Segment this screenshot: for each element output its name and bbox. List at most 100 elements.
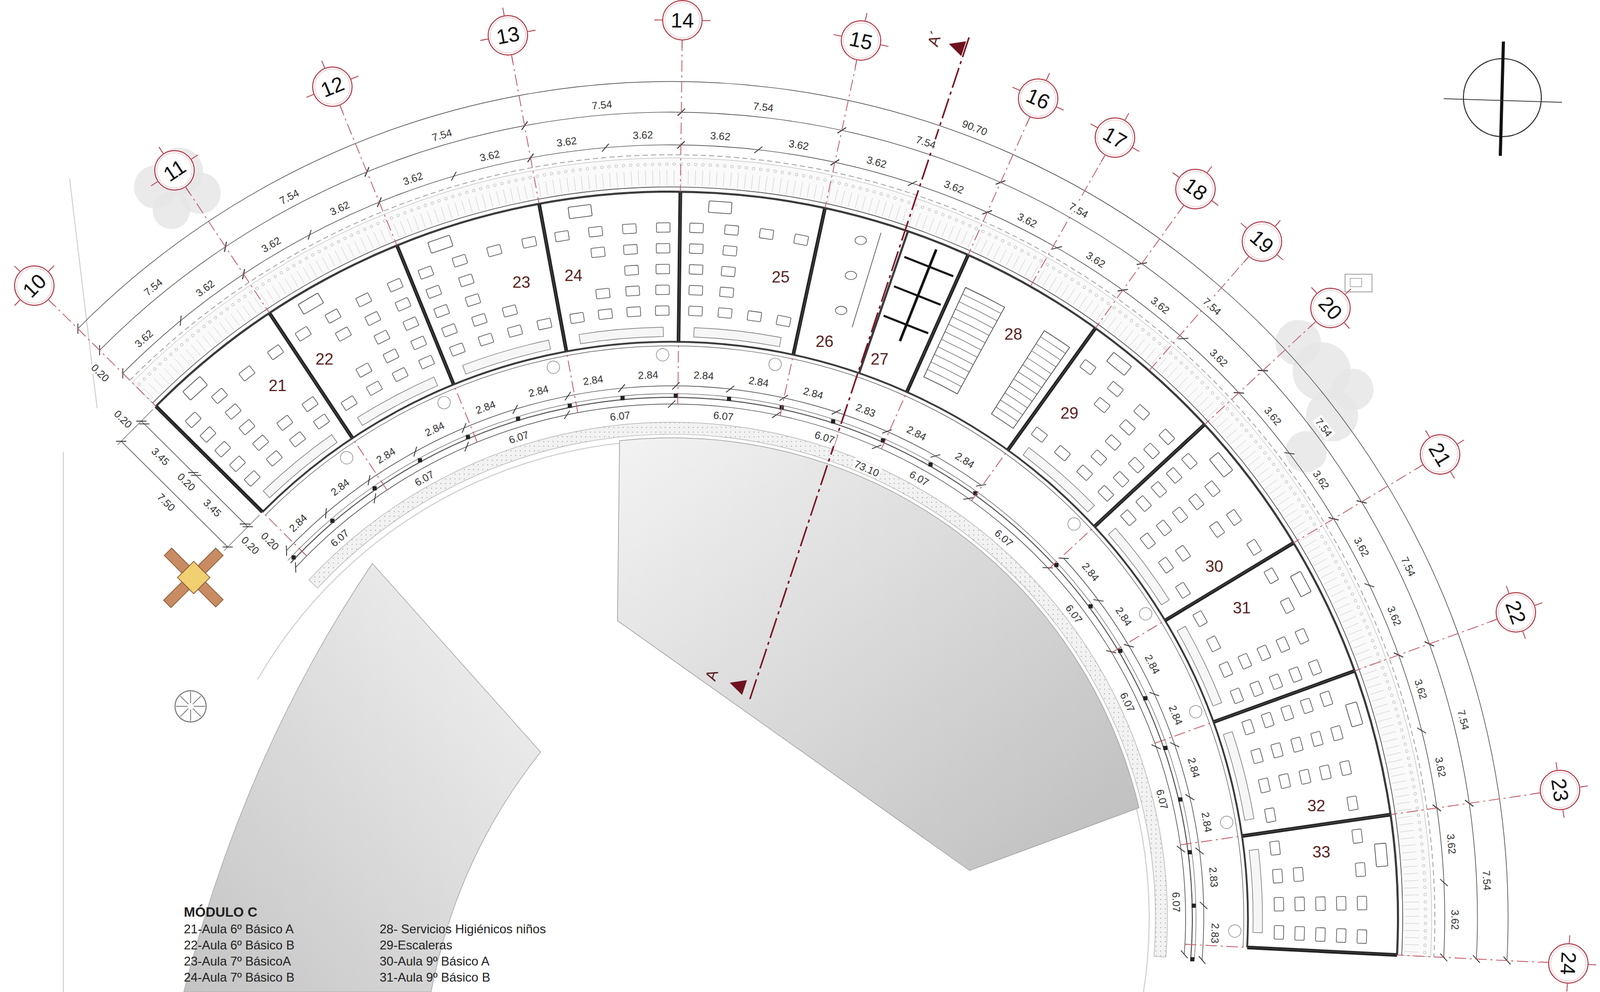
grid-bubble: 17: [1094, 116, 1136, 159]
walls: [155, 191, 1397, 956]
railing-post: [543, 173, 546, 177]
balcony-hatch: [1072, 292, 1081, 305]
desk: [355, 292, 372, 307]
grid-bubble: 23: [1539, 769, 1581, 811]
railing-post: [1421, 856, 1425, 860]
bubble-inner: [16, 267, 52, 304]
railing-post: [255, 287, 259, 290]
balcony-hatch: [297, 271, 305, 284]
railing-post: [356, 231, 360, 234]
desk: [507, 324, 523, 338]
railing-post: [370, 224, 373, 228]
desk: [1172, 506, 1188, 524]
dimension-line: [77, 81, 1509, 961]
bubble-tick: [1243, 256, 1249, 263]
railing-post: [1124, 315, 1127, 318]
balcony-hatch: [367, 234, 373, 249]
railing-post: [1400, 728, 1403, 732]
balcony-hatch: [581, 176, 583, 191]
bubble-inner: [843, 22, 879, 59]
room: 26: [793, 208, 909, 374]
corridor-wall: [290, 397, 1193, 960]
bubble-tick: [855, 60, 857, 69]
railing-post: [1118, 310, 1122, 314]
dimension-label: 2.84: [526, 382, 552, 400]
balcony-hatch: [284, 278, 292, 291]
bench: [693, 327, 782, 347]
desk: [1076, 464, 1093, 481]
bubble-tick: [1566, 983, 1568, 992]
railing-post: [1409, 771, 1413, 774]
railing-post: [1411, 777, 1415, 781]
railing-post: [907, 200, 911, 204]
railing-post: [1419, 835, 1423, 839]
balcony-hatch: [260, 293, 268, 306]
stair-tread: [1027, 357, 1052, 374]
balcony-hatch: [1392, 780, 1407, 784]
railing-post: [773, 169, 777, 173]
dimension-tick: [413, 446, 418, 457]
desk: [238, 365, 256, 382]
dimension-label: 7.54: [750, 100, 776, 115]
railing-post: [1201, 381, 1204, 384]
small-structure: [1350, 278, 1362, 287]
bubble-tick: [339, 105, 343, 113]
desk: [1298, 769, 1311, 785]
dimension-label: 0.20: [174, 469, 199, 494]
railing-post: [1408, 763, 1411, 767]
room: 23: [396, 203, 567, 385]
desk: [1275, 636, 1290, 653]
railing-post: [214, 316, 218, 319]
balcony-hatch: [180, 354, 190, 366]
desk: [1272, 868, 1283, 883]
railing-post: [202, 325, 206, 328]
balcony-hatch: [800, 181, 803, 197]
railing-post: [1027, 252, 1030, 255]
dimension-label: 3.62: [630, 128, 655, 142]
room-outline-canvas: [793, 208, 909, 374]
dimension-tick: [242, 526, 253, 528]
balcony-hatch: [1285, 509, 1298, 518]
bubble-tick: [1026, 116, 1030, 125]
balcony-hatch: [1345, 623, 1359, 629]
balcony-hatch: [489, 192, 493, 207]
desk: [301, 396, 319, 412]
desk: [624, 265, 639, 276]
railing-post: [231, 303, 235, 306]
balcony-hatch: [1055, 280, 1064, 294]
bubble-tick: [1012, 87, 1020, 91]
balcony-hatch: [360, 237, 368, 251]
stair-tread: [927, 369, 962, 387]
railing-post: [431, 201, 434, 205]
column: [830, 419, 836, 424]
desk: [623, 244, 638, 255]
balcony-hatch: [1018, 259, 1026, 273]
north-cross: [1443, 98, 1563, 103]
desk: [1112, 471, 1129, 488]
balcony-hatch: [440, 206, 446, 221]
balcony-hatch: [1024, 262, 1032, 276]
desk: [418, 355, 435, 370]
railing-post: [759, 168, 762, 171]
railing-post: [376, 222, 380, 225]
desk: [382, 348, 399, 363]
railing-post: [343, 236, 347, 240]
railing-post: [1417, 813, 1420, 817]
grid-bubble: 14: [661, 0, 704, 42]
bubble-tick: [1132, 147, 1140, 152]
balcony-hatch: [213, 326, 223, 339]
railing-post: [643, 163, 647, 166]
desk: [1250, 748, 1263, 764]
dimension-tick: [1151, 744, 1161, 750]
balcony-hatch: [702, 170, 703, 186]
bench: [263, 434, 338, 498]
bubble-tick: [14, 299, 21, 306]
dimension-label: 3.62: [1350, 533, 1373, 560]
desk: [536, 317, 553, 330]
bubble-tick: [1556, 762, 1558, 771]
balcony-hatch: [1135, 339, 1145, 351]
column: [1143, 695, 1148, 701]
railing-post: [1064, 274, 1068, 277]
balcony-hatch: [1226, 428, 1238, 439]
